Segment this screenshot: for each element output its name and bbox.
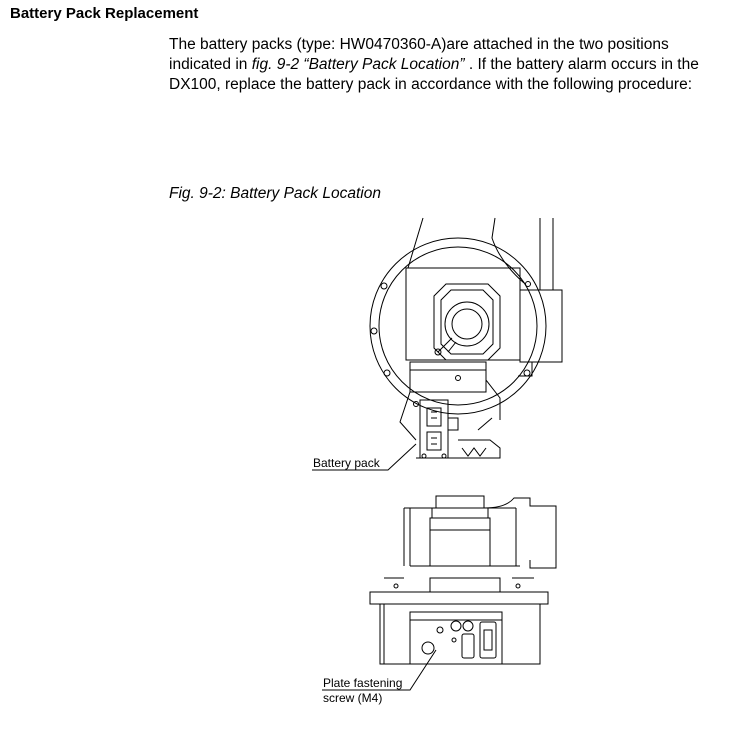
connector-plate bbox=[421, 620, 497, 659]
intro-paragraph: The battery packs (type: HW0470360-A)are… bbox=[169, 35, 729, 95]
figure-caption: Fig. 9-2: Battery Pack Location bbox=[169, 185, 381, 202]
section-title: Battery Pack Replacement bbox=[10, 5, 199, 22]
bottom-view-drawing bbox=[322, 495, 557, 691]
mounting-hole-icons bbox=[370, 281, 531, 407]
figure-reference: fig. 9-2 “Battery Pack Location” bbox=[251, 56, 465, 73]
battery-pack-unit bbox=[416, 399, 501, 459]
paragraph-text-1: The battery packs (type: HW0470360-A)are… bbox=[169, 36, 669, 73]
paragraph-text-2: . If the battery alarm occurs in the DX1… bbox=[169, 56, 699, 93]
plate-screw-label-line2: screw (M4) bbox=[323, 691, 382, 705]
battery-pack-label: Battery pack bbox=[313, 456, 381, 470]
plate-screw-label-line1: Plate fastening bbox=[323, 676, 402, 690]
top-view-drawing bbox=[312, 217, 563, 471]
